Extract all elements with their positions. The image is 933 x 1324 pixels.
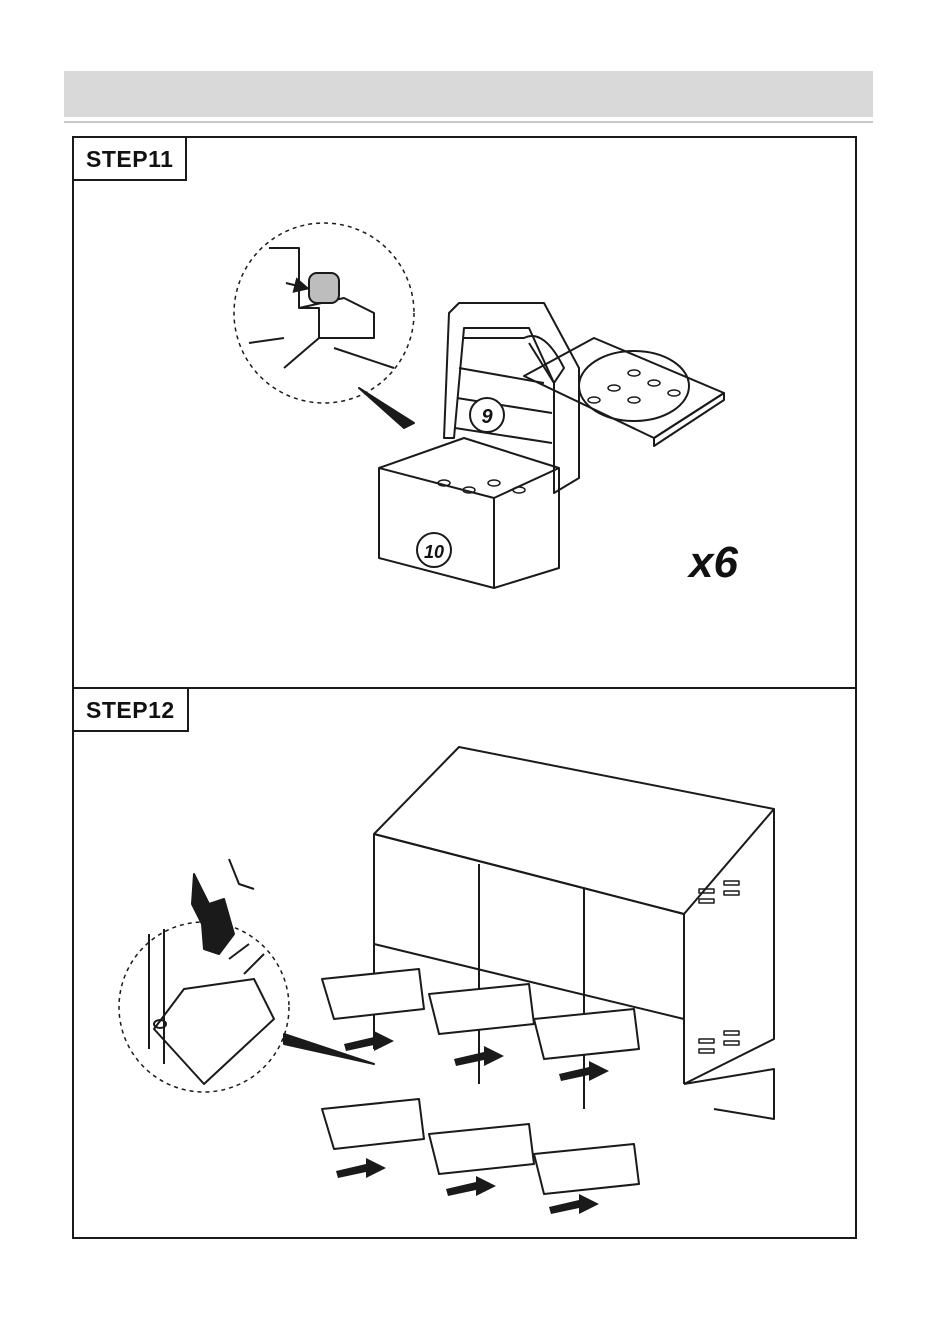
tray-upper-1: [322, 969, 424, 1019]
detail-zoom-circle: [234, 223, 414, 403]
header-rule: [64, 121, 873, 123]
tray-upper-3: [534, 1009, 639, 1059]
tray-lower-2: [429, 1124, 534, 1174]
tray-lower-3: [534, 1144, 639, 1194]
hand-icon: [192, 874, 234, 954]
part-9-number: 9: [481, 406, 493, 428]
quantity-label: x6: [689, 538, 738, 588]
tray-upper-2: [429, 984, 534, 1034]
detail-pointer: [359, 388, 414, 428]
part-10-front-tray: [379, 438, 559, 588]
hinge-pin: [309, 273, 339, 303]
tray-lower-1: [322, 1099, 424, 1149]
step-12-panel: STEP12: [72, 687, 857, 1239]
step-12-illustration: [74, 689, 855, 1237]
part-10-number: 10: [424, 542, 444, 562]
side-panel: [684, 809, 774, 1084]
part-9-frame: [444, 303, 579, 493]
step-11-panel: STEP11: [72, 136, 857, 689]
step-11-illustration: 9 10: [74, 138, 855, 687]
header-bar: [64, 71, 873, 117]
detail-pointer-2: [284, 1034, 374, 1064]
